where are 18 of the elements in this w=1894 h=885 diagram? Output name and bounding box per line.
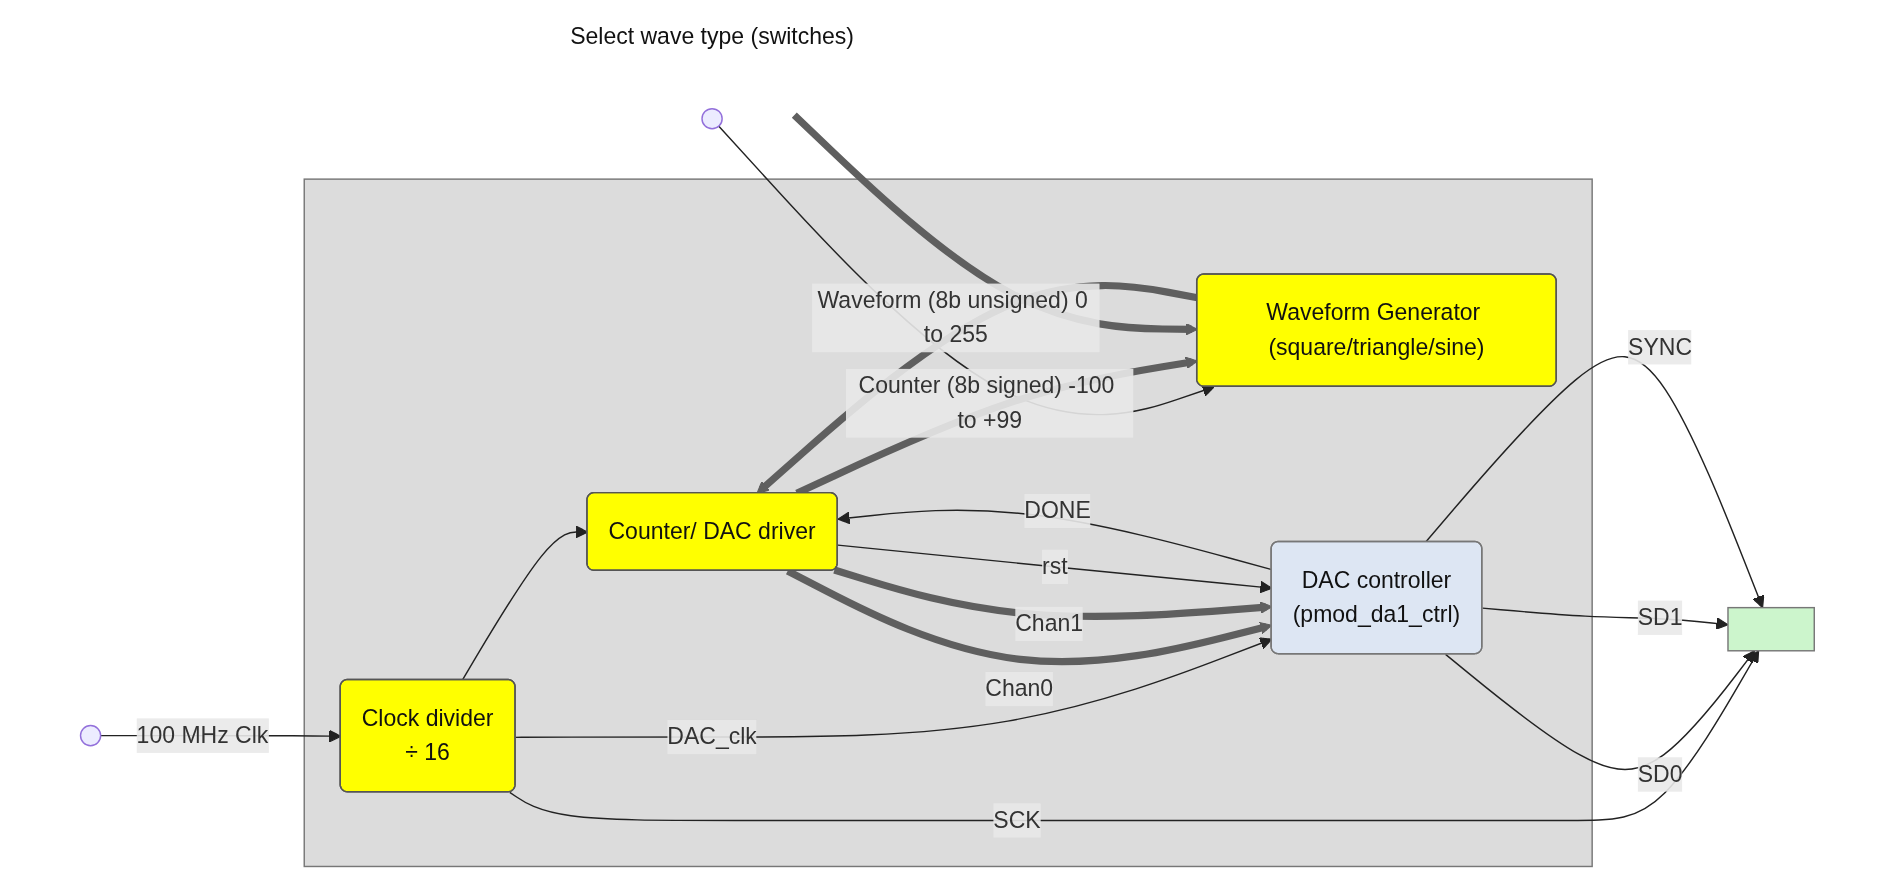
edge-label: DONE xyxy=(1023,497,1091,522)
node-text: Select wave type (switches) xyxy=(569,23,854,48)
edge-label: Chan0 xyxy=(984,675,1053,701)
edge-label: SYNC xyxy=(1627,333,1692,359)
arrow xyxy=(1424,355,1764,608)
arrow xyxy=(508,649,1759,821)
edge-label: Counter (8b signed) -100 to +99 xyxy=(858,372,1115,432)
cluster xyxy=(303,177,1593,867)
edge-label: SCK xyxy=(992,807,1041,832)
edge-label: SD1 xyxy=(1637,604,1683,629)
node-box xyxy=(1726,606,1815,651)
arrow xyxy=(1444,649,1755,770)
edge-label: DAC_clk xyxy=(666,723,757,749)
edge-label: 100 MHz Clk xyxy=(136,722,268,747)
edge-label: rst xyxy=(1041,553,1068,578)
edge-label: Waveform (8b unsigned) 0 to 255 xyxy=(817,287,1088,347)
edge-label: SD0 xyxy=(1637,761,1683,786)
edge-label: Chan1 xyxy=(1014,610,1083,635)
